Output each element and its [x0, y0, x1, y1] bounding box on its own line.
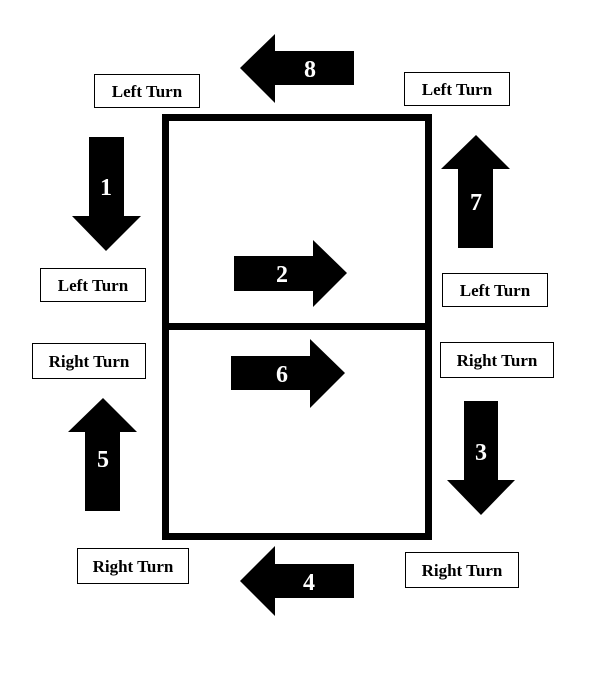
arrow-3-down: 3 [447, 401, 515, 515]
arrow-4-number: 4 [303, 570, 315, 596]
arrow-8-left: 8 [240, 34, 354, 103]
arrow-6-right: 6 [231, 339, 345, 408]
arrow-7-up: 7 [441, 135, 510, 248]
left-turn-label-mid-right: Left Turn [442, 273, 548, 307]
arrow-3-number: 3 [475, 440, 487, 466]
arrow-2-number: 2 [276, 262, 288, 288]
right-turn-label-bottom-right: Right Turn [405, 552, 519, 588]
arrow-1-number: 1 [100, 175, 112, 201]
left-turn-label-mid-left: Left Turn [40, 268, 146, 302]
arrow-4-left: 4 [240, 546, 354, 616]
arrow-6-number: 6 [276, 362, 288, 388]
arrow-2-right: 2 [234, 240, 347, 307]
left-turn-label-top-right: Left Turn [404, 72, 510, 106]
arrow-1-down: 1 [72, 137, 141, 251]
arrow-5-up: 5 [68, 398, 137, 511]
center-divider-line [162, 323, 432, 330]
right-turn-label-bottom-left: Right Turn [77, 548, 189, 584]
right-turn-label-left: Right Turn [32, 343, 146, 379]
arrow-7-number: 7 [470, 190, 482, 216]
arrow-8-number: 8 [304, 57, 316, 83]
right-turn-label-right: Right Turn [440, 342, 554, 378]
left-turn-label-top-left: Left Turn [94, 74, 200, 108]
arrow-5-number: 5 [97, 447, 109, 473]
